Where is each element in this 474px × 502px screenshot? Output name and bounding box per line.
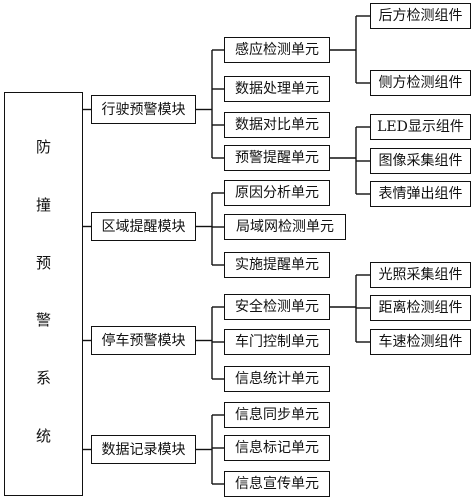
module-data-record: 数据记录模块: [91, 435, 196, 464]
root-system-box: 防 撞 预 警 系 统: [4, 92, 83, 496]
root-char: 防: [35, 138, 51, 157]
component-label: 光照采集组件: [378, 267, 463, 283]
unit-label: 信息统计单元: [235, 371, 319, 387]
unit-label: 安全检测单元: [235, 299, 319, 315]
root-char: 撞: [35, 195, 51, 214]
unit-box: 预警提醒单元: [224, 145, 330, 171]
root-char: 警: [35, 311, 51, 330]
module-label: 数据记录模块: [101, 441, 186, 458]
component-label: 侧方检测组件: [378, 75, 463, 91]
unit-label: 局域网检测单元: [236, 219, 334, 235]
module-parking-warning: 停车预警模块: [91, 326, 196, 355]
unit-label: 预警提醒单元: [235, 150, 319, 166]
unit-box: 实施提醒单元: [224, 252, 330, 278]
unit-label: 实施提醒单元: [235, 257, 319, 273]
unit-label: 信息标记单元: [235, 440, 319, 456]
component-box: 侧方检测组件: [370, 70, 471, 96]
unit-label: 信息同步单元: [235, 407, 319, 423]
unit-box: 感应检测单元: [224, 37, 330, 63]
root-char: 系: [35, 368, 51, 387]
unit-box: 原因分析单元: [224, 180, 330, 206]
unit-box: 数据对比单元: [224, 112, 330, 138]
component-label: 图像采集组件: [378, 153, 463, 169]
module-label: 停车预警模块: [101, 332, 186, 349]
module-label: 行驶预警模块: [101, 101, 186, 118]
component-box: 表情弹出组件: [370, 181, 471, 207]
component-label: LED显示组件: [377, 119, 464, 135]
root-char: 预: [35, 253, 51, 272]
component-box: 车速检测组件: [370, 329, 471, 355]
unit-label: 数据处理单元: [235, 81, 319, 97]
component-label: 车速检测组件: [378, 334, 463, 350]
unit-box: 车门控制单元: [224, 329, 330, 355]
unit-box: 信息标记单元: [224, 435, 330, 461]
unit-box: 安全检测单元: [224, 294, 330, 320]
root-char: 统: [35, 426, 51, 445]
unit-box: 信息宣传单元: [224, 471, 330, 497]
module-area-reminder: 区域提醒模块: [91, 212, 196, 241]
unit-label: 信息宣传单元: [235, 476, 319, 492]
component-box: LED显示组件: [370, 114, 471, 140]
unit-label: 感应检测单元: [235, 42, 319, 58]
unit-box: 数据处理单元: [224, 76, 330, 102]
component-label: 表情弹出组件: [378, 186, 463, 202]
unit-box: 局域网检测单元: [224, 214, 346, 240]
component-box: 后方检测组件: [370, 3, 471, 29]
unit-label: 数据对比单元: [235, 117, 319, 133]
unit-label: 原因分析单元: [235, 185, 319, 201]
component-label: 距离检测组件: [378, 300, 463, 316]
unit-box: 信息统计单元: [224, 366, 330, 392]
unit-label: 车门控制单元: [235, 334, 319, 350]
unit-box: 信息同步单元: [224, 402, 330, 428]
component-box: 光照采集组件: [370, 262, 471, 288]
module-driving-warning: 行驶预警模块: [91, 95, 196, 124]
component-box: 图像采集组件: [370, 148, 471, 174]
component-box: 距离检测组件: [370, 295, 471, 321]
component-label: 后方检测组件: [378, 8, 463, 24]
module-label: 区域提醒模块: [101, 218, 186, 235]
